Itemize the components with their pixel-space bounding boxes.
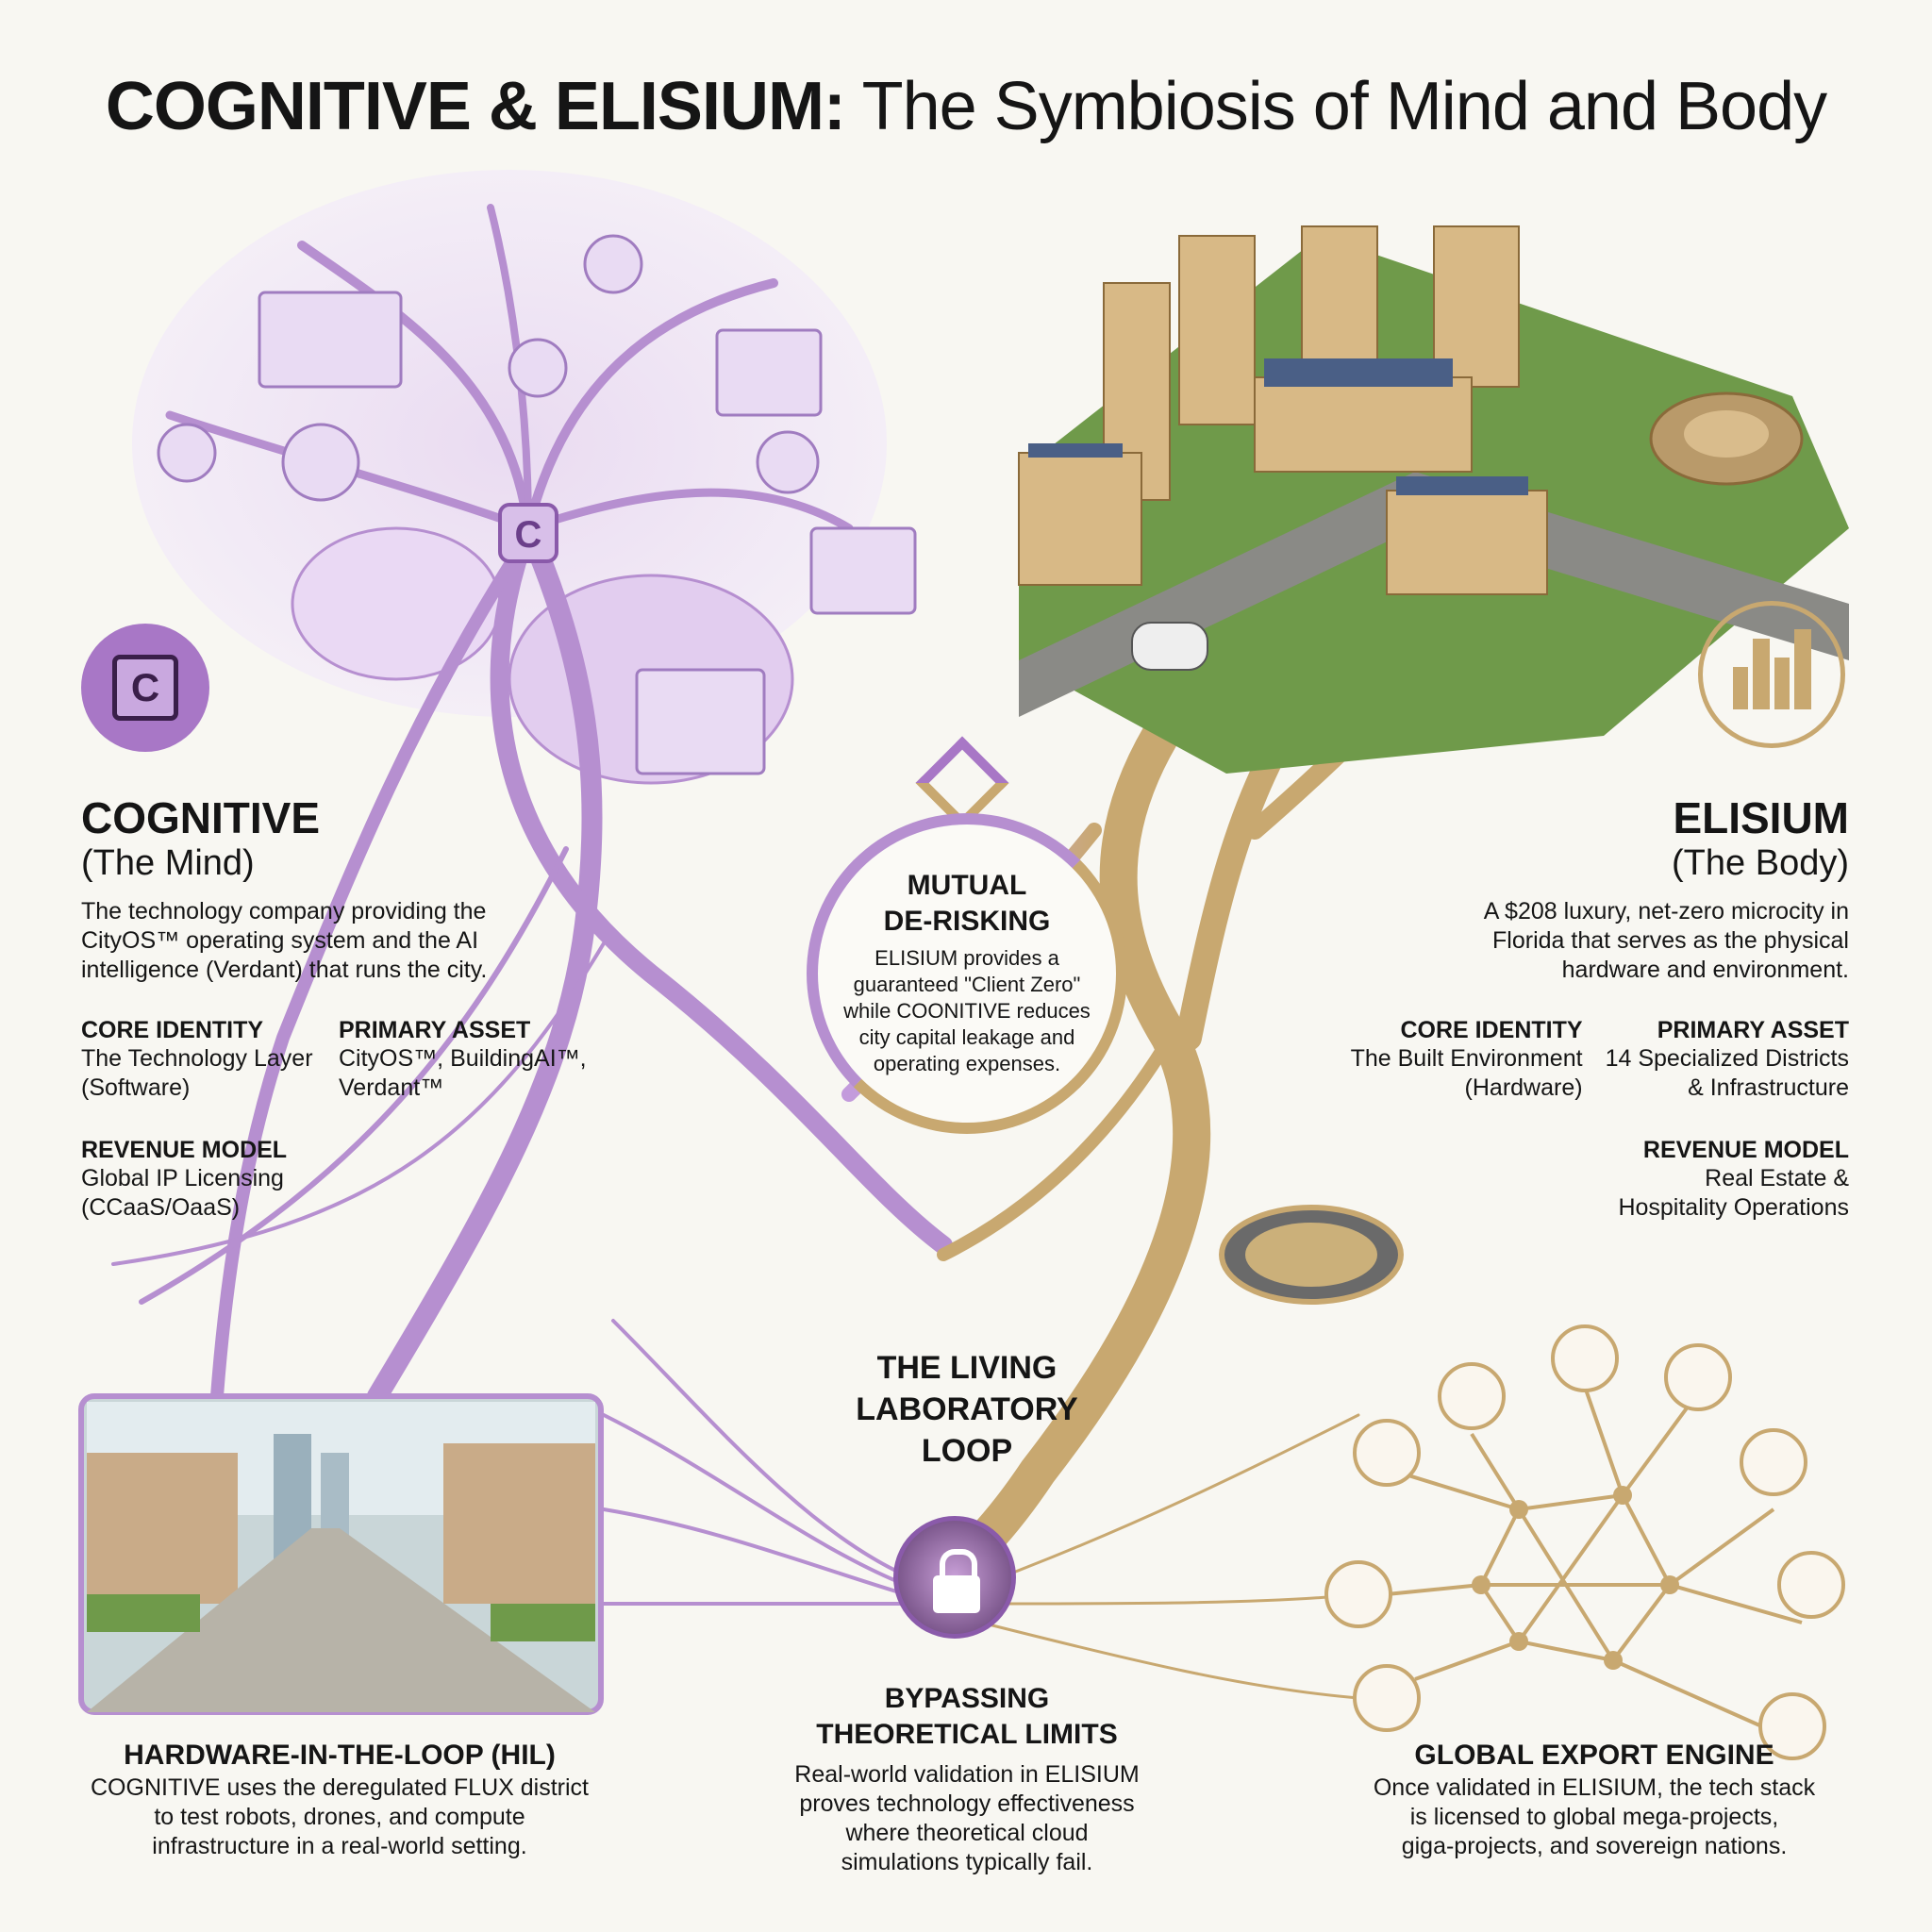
hil-body-line: infrastructure in a real-world setting. <box>152 1833 527 1859</box>
cognitive-core-identity-value: (Software) <box>81 1074 191 1101</box>
export-body-line: giga-projects, and sovereign nations. <box>1401 1833 1788 1859</box>
bypass-title-line: BYPASSING <box>884 1683 1050 1714</box>
title-bold: COGNITIVE & ELISIUM: <box>105 69 846 144</box>
bypass-body-line: where theoretical cloud <box>845 1820 1089 1846</box>
bypass-section: BYPASSING THEORETICAL LIMITS Real-world … <box>755 1681 1179 1877</box>
cognitive-subtitle: (The Mind) <box>81 843 255 883</box>
elisium-revenue-model-label: REVENUE MODEL <box>1642 1137 1849 1163</box>
bypass-body-line: simulations typically fail. <box>841 1849 1093 1875</box>
cognitive-primary-asset-value: Verdant™ <box>339 1074 444 1101</box>
export-body-line: Once validated in ELISIUM, the tech stac… <box>1373 1774 1816 1801</box>
elisium-section: ELISIUM (The Body) A $208 luxury, net-ze… <box>1283 792 1849 1223</box>
svg-text:C: C <box>515 514 542 556</box>
mutual-title-line: DE-RISKING <box>883 906 1051 937</box>
hil-section: HARDWARE-IN-THE-LOOP (HIL) COGNITIVE use… <box>66 1738 613 1861</box>
title-rest: The Symbiosis of Mind and Body <box>844 69 1828 144</box>
bypass-body-line: proves technology effectiveness <box>799 1790 1135 1817</box>
cognitive-primary-asset-label: PRIMARY ASSET <box>339 1017 531 1043</box>
elisium-description-line: hardware and environment. <box>1561 957 1849 983</box>
export-title: GLOBAL EXPORT ENGINE <box>1414 1740 1774 1771</box>
elisium-subtitle: (The Body) <box>1672 843 1849 883</box>
elisium-primary-asset-value: 14 Specialized Districts <box>1605 1045 1849 1072</box>
loop-title-line: LABORATORY <box>856 1391 1078 1427</box>
hil-body-line: COGNITIVE uses the deregulated FLUX dist… <box>91 1774 589 1801</box>
cognitive-revenue-model-value: Global IP Licensing <box>81 1165 284 1191</box>
mutual-body-line: operating expenses. <box>873 1052 1061 1075</box>
chip-c-icon: C <box>81 624 209 752</box>
cognitive-core-identity-value: The Technology Layer <box>81 1045 313 1072</box>
mutual-body-line: while COONITIVE reduces <box>843 999 1091 1023</box>
elisium-core-identity-value: (Hardware) <box>1464 1074 1583 1101</box>
city-illustration <box>1018 225 1849 774</box>
page-title: COGNITIVE & ELISIUM: The Symbiosis of Mi… <box>0 68 1932 145</box>
elisium-name: ELISIUM <box>1673 793 1849 842</box>
chip-c-letter: C <box>112 655 178 721</box>
loop-title-line: LOOP <box>921 1433 1013 1469</box>
cognitive-description-line: The technology company providing the <box>81 898 487 924</box>
city-skyline-icon <box>1698 601 1845 748</box>
living-lab-loop-title: THE LIVING LABORATORY LOOP <box>792 1347 1141 1472</box>
loop-title-line: THE LIVING <box>876 1350 1058 1386</box>
elisium-core-identity-value: The Built Environment <box>1350 1045 1583 1072</box>
cognitive-section: COGNITIVE (The Mind) The technology comp… <box>81 792 609 1223</box>
elisium-description-line: A $208 luxury, net-zero microcity in <box>1483 898 1849 924</box>
mutual-body-line: city capital leakage and <box>858 1025 1075 1049</box>
lock-icon <box>893 1516 1016 1639</box>
bypass-title-line: THEORETICAL LIMITS <box>816 1719 1118 1750</box>
global-export-network <box>1324 1324 1845 1760</box>
bypass-body-line: Real-world validation in ELISIUM <box>794 1761 1140 1788</box>
elisium-description-line: Florida that serves as the physical <box>1492 927 1849 954</box>
mutual-title-line: MUTUAL <box>907 870 1027 901</box>
cognitive-name: COGNITIVE <box>81 793 321 842</box>
cognitive-core-identity-label: CORE IDENTITY <box>81 1017 264 1043</box>
brain-tree-illustration: C <box>111 170 953 1607</box>
cognitive-revenue-model-value: (CCaaS/OaaS) <box>81 1194 241 1221</box>
mutual-de-risking-text: MUTUAL DE-RISKING ELISIUM provides a gua… <box>811 868 1123 1077</box>
cognitive-description-line: CityOS™ operating system and the AI <box>81 927 479 954</box>
mutual-body-line: ELISIUM provides a <box>874 946 1059 970</box>
mutual-body-line: guaranteed "Client Zero" <box>853 973 1081 996</box>
export-section: GLOBAL EXPORT ENGINE Once validated in E… <box>1321 1738 1868 1861</box>
mutual-de-risking-circle <box>807 813 1127 1134</box>
elisium-primary-asset-value: & Infrastructure <box>1688 1074 1849 1101</box>
elisium-revenue-model-value: Hospitality Operations <box>1618 1194 1849 1221</box>
export-body-line: is licensed to global mega-projects, <box>1409 1804 1779 1830</box>
cognitive-description-line: intelligence (Verdant) that runs the cit… <box>81 957 488 983</box>
hil-body-line: to test robots, drones, and compute <box>154 1804 525 1830</box>
hil-photo <box>78 1393 604 1715</box>
elisium-revenue-model-value: Real Estate & <box>1705 1165 1849 1191</box>
elisium-primary-asset-label: PRIMARY ASSET <box>1657 1017 1849 1043</box>
cognitive-revenue-model-label: REVENUE MODEL <box>81 1137 288 1163</box>
hil-title: HARDWARE-IN-THE-LOOP (HIL) <box>124 1740 556 1771</box>
cognitive-primary-asset-value: CityOS™, BuildingAI™, <box>339 1045 587 1072</box>
elisium-core-identity-label: CORE IDENTITY <box>1400 1017 1583 1043</box>
